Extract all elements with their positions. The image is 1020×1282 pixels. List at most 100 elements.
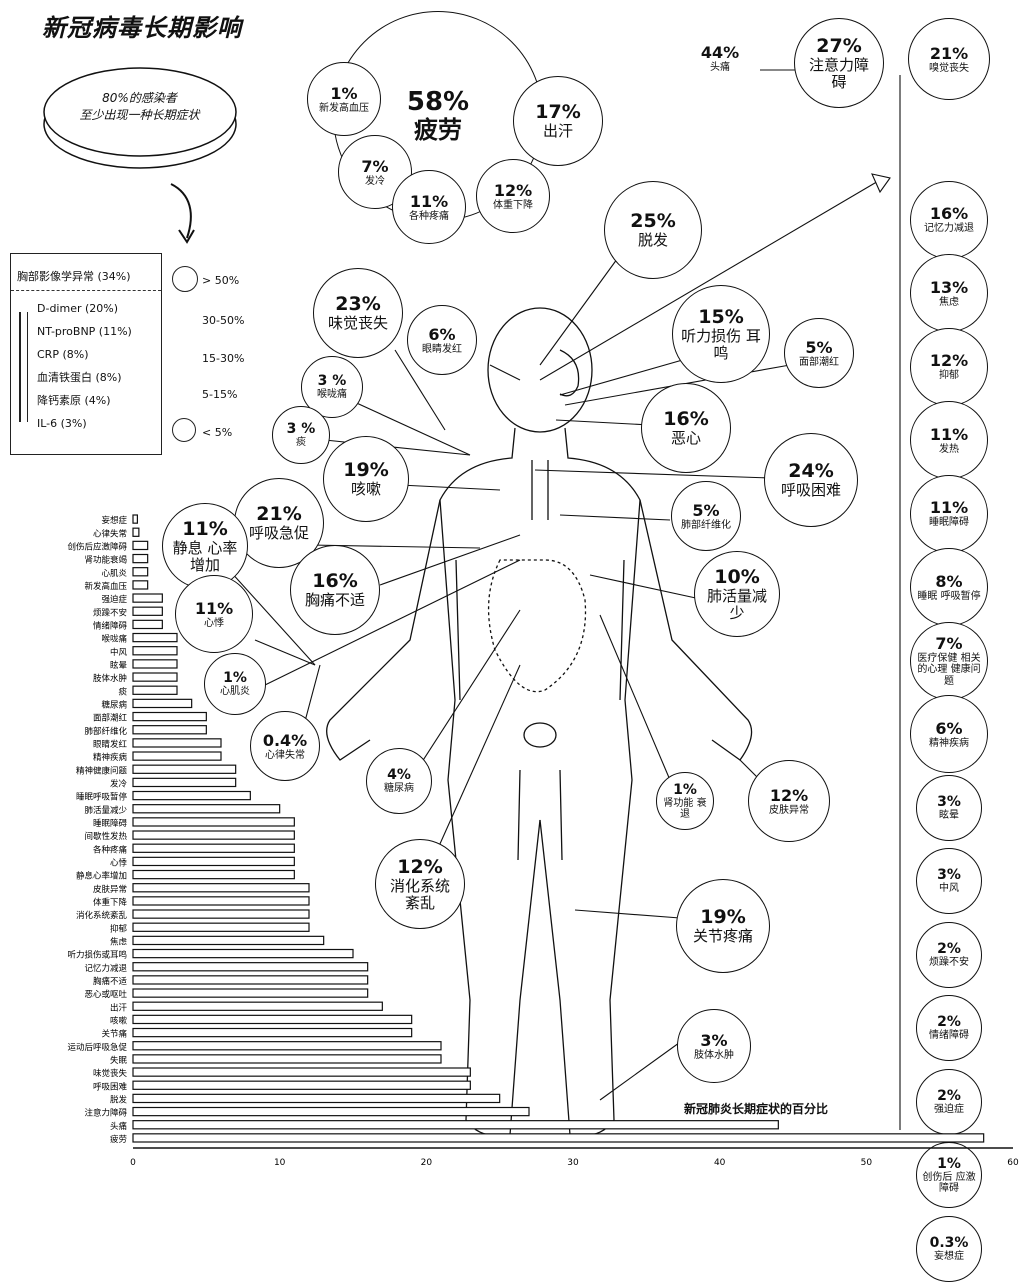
bubble-percent: 44% [700,42,740,62]
bar [132,685,178,695]
category-label: 注意力障碍 [84,1108,127,1119]
bubble-label: 注意力障碍 [808,55,869,91]
bar [132,527,140,537]
bubble-percent: 5% [692,500,720,520]
bubble-label: 创伤后 应激障碍 [922,1171,976,1195]
bubble-percent: 19% [700,906,746,929]
size-key-label: 5-15% [202,388,238,401]
bubble-label: 记忆力减退 [924,223,974,235]
bubble-percent: 13% [929,277,969,297]
bubble-label: 肾功能 衰退 [663,797,707,821]
bubble-percent: 12% [929,351,969,371]
bubble-label: 糖尿病 [384,783,414,795]
category-label: 心悸 [110,858,128,869]
bar [132,606,163,616]
bar [132,777,237,788]
bar [132,1133,985,1143]
bubble-label: 呼吸困难 [780,481,841,500]
body-symptom-bubble: 24%呼吸困难 [764,433,858,527]
bubble-percent: 1% [330,83,358,103]
category-label: 精神疾病 [93,752,128,763]
bubble-percent: 8% [935,571,963,591]
column-symptom-bubble: 8%睡眠 呼吸暂停 [910,548,988,626]
bubble-label: 焦虑 [939,296,959,308]
bubble-label: 肺部纤维化 [681,519,731,531]
bubble-label: 脱发 [637,231,668,250]
bubble-label: 面部潮红 [799,356,839,368]
bubble-label: 关节疼痛 [692,927,753,946]
category-label: 睡眠障碍 [93,818,128,829]
bar [132,567,149,577]
callout-arrow-icon [170,183,195,244]
callout-disc-icon [43,67,237,169]
column-symptom-bubble: 3%眩晕 [916,774,982,841]
bar [132,593,163,603]
bubble-percent: 1% [673,781,697,798]
bubble-label: 精神疾病 [929,737,969,749]
category-label: 眩晕 [110,660,128,671]
body-symptom-bubble: 0.4%心律失常 [250,711,320,781]
size-key-circle-icon [172,418,196,442]
legend-arrow-icon [19,312,28,422]
bubble-percent: 11% [929,424,969,444]
bar [132,935,325,946]
bubble-label: 喉咙痛 [317,389,347,401]
category-label: 抑郁 [110,923,128,934]
bar [132,856,295,867]
body-symptom-bubble: 5%面部潮红 [784,318,854,388]
category-label: 肢体水肿 [93,673,127,684]
bar [132,580,149,590]
column-symptom-bubble: 21%嗅觉丧失 [908,18,990,100]
category-label: 肺部纤维化 [84,726,127,737]
lab-findings-legend: 胸部影像学异常 (34%) D-dimer (20%) NT-proBNP (1… [10,253,162,455]
bubble-percent: 1% [223,670,247,687]
category-label: 痰 [118,686,127,697]
body-symptom-bubble: 1%心肌炎 [204,653,266,715]
bar [132,790,251,801]
category-label: 咳嗽 [110,1016,128,1027]
category-label: 肺活量减少 [84,805,127,816]
category-label: 失眠 [110,1055,128,1066]
bar [132,738,222,748]
bubble-label: 消化系统 紊乱 [389,876,450,912]
bar [132,725,207,735]
body-symptom-bubble: 11%心悸 [175,575,253,653]
bar [132,1054,442,1064]
column-symptom-bubble: 3%中风 [916,848,982,914]
body-symptom-bubble: 12%体重下降 [476,159,550,233]
bar [132,883,310,893]
bubble-label: 疲劳 [414,116,462,145]
bar [132,975,369,985]
body-symptom-bubble: 1%肾功能 衰退 [656,772,714,830]
bar [132,659,178,669]
bubble-label: 睡眠 呼吸暂停 [917,590,981,602]
bar [132,632,178,643]
bubble-percent: 11% [929,498,969,518]
bar [132,909,310,919]
bar [132,1120,779,1130]
body-symptom-bubble: 3%肢体水肿 [677,1009,751,1083]
body-symptom-bubble: 19%关节疼痛 [676,879,770,973]
bubble-label: 呼吸急促 [248,524,309,543]
bubble-label: 妄想症 [934,1250,964,1262]
category-label: 记忆力减退 [84,963,127,974]
bubble-percent: 17% [535,101,581,124]
bubble-percent: 0.3% [929,1234,969,1251]
bar [132,804,281,814]
bar [132,751,222,761]
legend-item: D-dimer (20%) [37,302,119,315]
bubble-label: 听力损伤 耳鸣 [681,326,761,362]
bubble-percent: 19% [343,459,389,482]
bubble-label: 中风 [939,883,959,895]
bar [132,988,369,998]
column-symptom-bubble: 12%抑郁 [910,327,988,406]
bubble-label: 抑郁 [939,370,959,382]
category-label: 情绪障碍 [93,621,128,632]
bubble-label: 发冷 [365,175,385,187]
body-symptom-bubble: 6%眼睛发红 [407,305,477,375]
bubble-label: 皮肤异常 [769,804,809,816]
category-label: 头痛 [110,1121,128,1132]
size-key-label: 30-50% [202,314,245,327]
body-symptom-bubble: 25%脱发 [604,181,702,279]
x-tick-label: 30 [567,1158,579,1168]
